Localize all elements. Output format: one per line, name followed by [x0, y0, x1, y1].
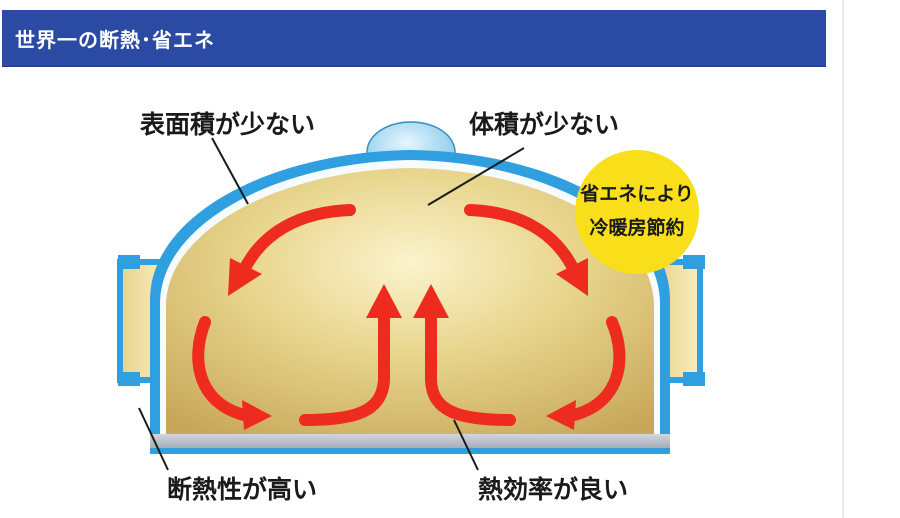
- arrowhead-left-lower: [242, 400, 272, 430]
- badge-line-2: 冷暖房節約: [589, 216, 684, 239]
- section-title: 世界一の断熱･省エネ: [15, 28, 215, 52]
- arrow-center-right: [425, 306, 516, 426]
- leader-volume: [427, 147, 525, 206]
- badge-line-1: 省エネにより: [579, 183, 694, 205]
- label-heat-efficiency: 熱効率が良い: [478, 475, 628, 504]
- arrowhead-center-right: [413, 284, 449, 318]
- heat-circulation-arrows: [192, 204, 626, 426]
- leader-heat-efficiency: [453, 419, 479, 471]
- label-surface-area: 表面積が少ない: [140, 110, 315, 139]
- arrowhead-top-left: [228, 258, 262, 296]
- arrow-heads: [228, 258, 588, 430]
- leader-insulation: [138, 407, 169, 471]
- label-volume: 体積が少ない: [469, 110, 619, 139]
- dome-floor: [150, 434, 670, 452]
- arrow-left-lower: [192, 316, 254, 422]
- arrow-top-right: [464, 204, 581, 278]
- arrowhead-right-lower: [546, 400, 576, 430]
- arrowhead-center-left: [366, 284, 402, 318]
- leader-surface-area: [211, 137, 249, 205]
- arrowhead-top-right: [556, 258, 588, 296]
- dome-interior: [166, 168, 654, 440]
- arrow-center-left: [299, 306, 390, 426]
- scroll-rail: [842, 0, 844, 518]
- arrow-top-left: [237, 204, 356, 278]
- label-insulation: 断熱性が高い: [167, 475, 317, 504]
- arrow-right-lower: [564, 316, 626, 422]
- energy-saving-badge: 省エネにより 冷暖房節約: [575, 150, 699, 274]
- section-header: 世界一の断熱･省エネ: [2, 10, 826, 66]
- leader-lines: [138, 137, 525, 471]
